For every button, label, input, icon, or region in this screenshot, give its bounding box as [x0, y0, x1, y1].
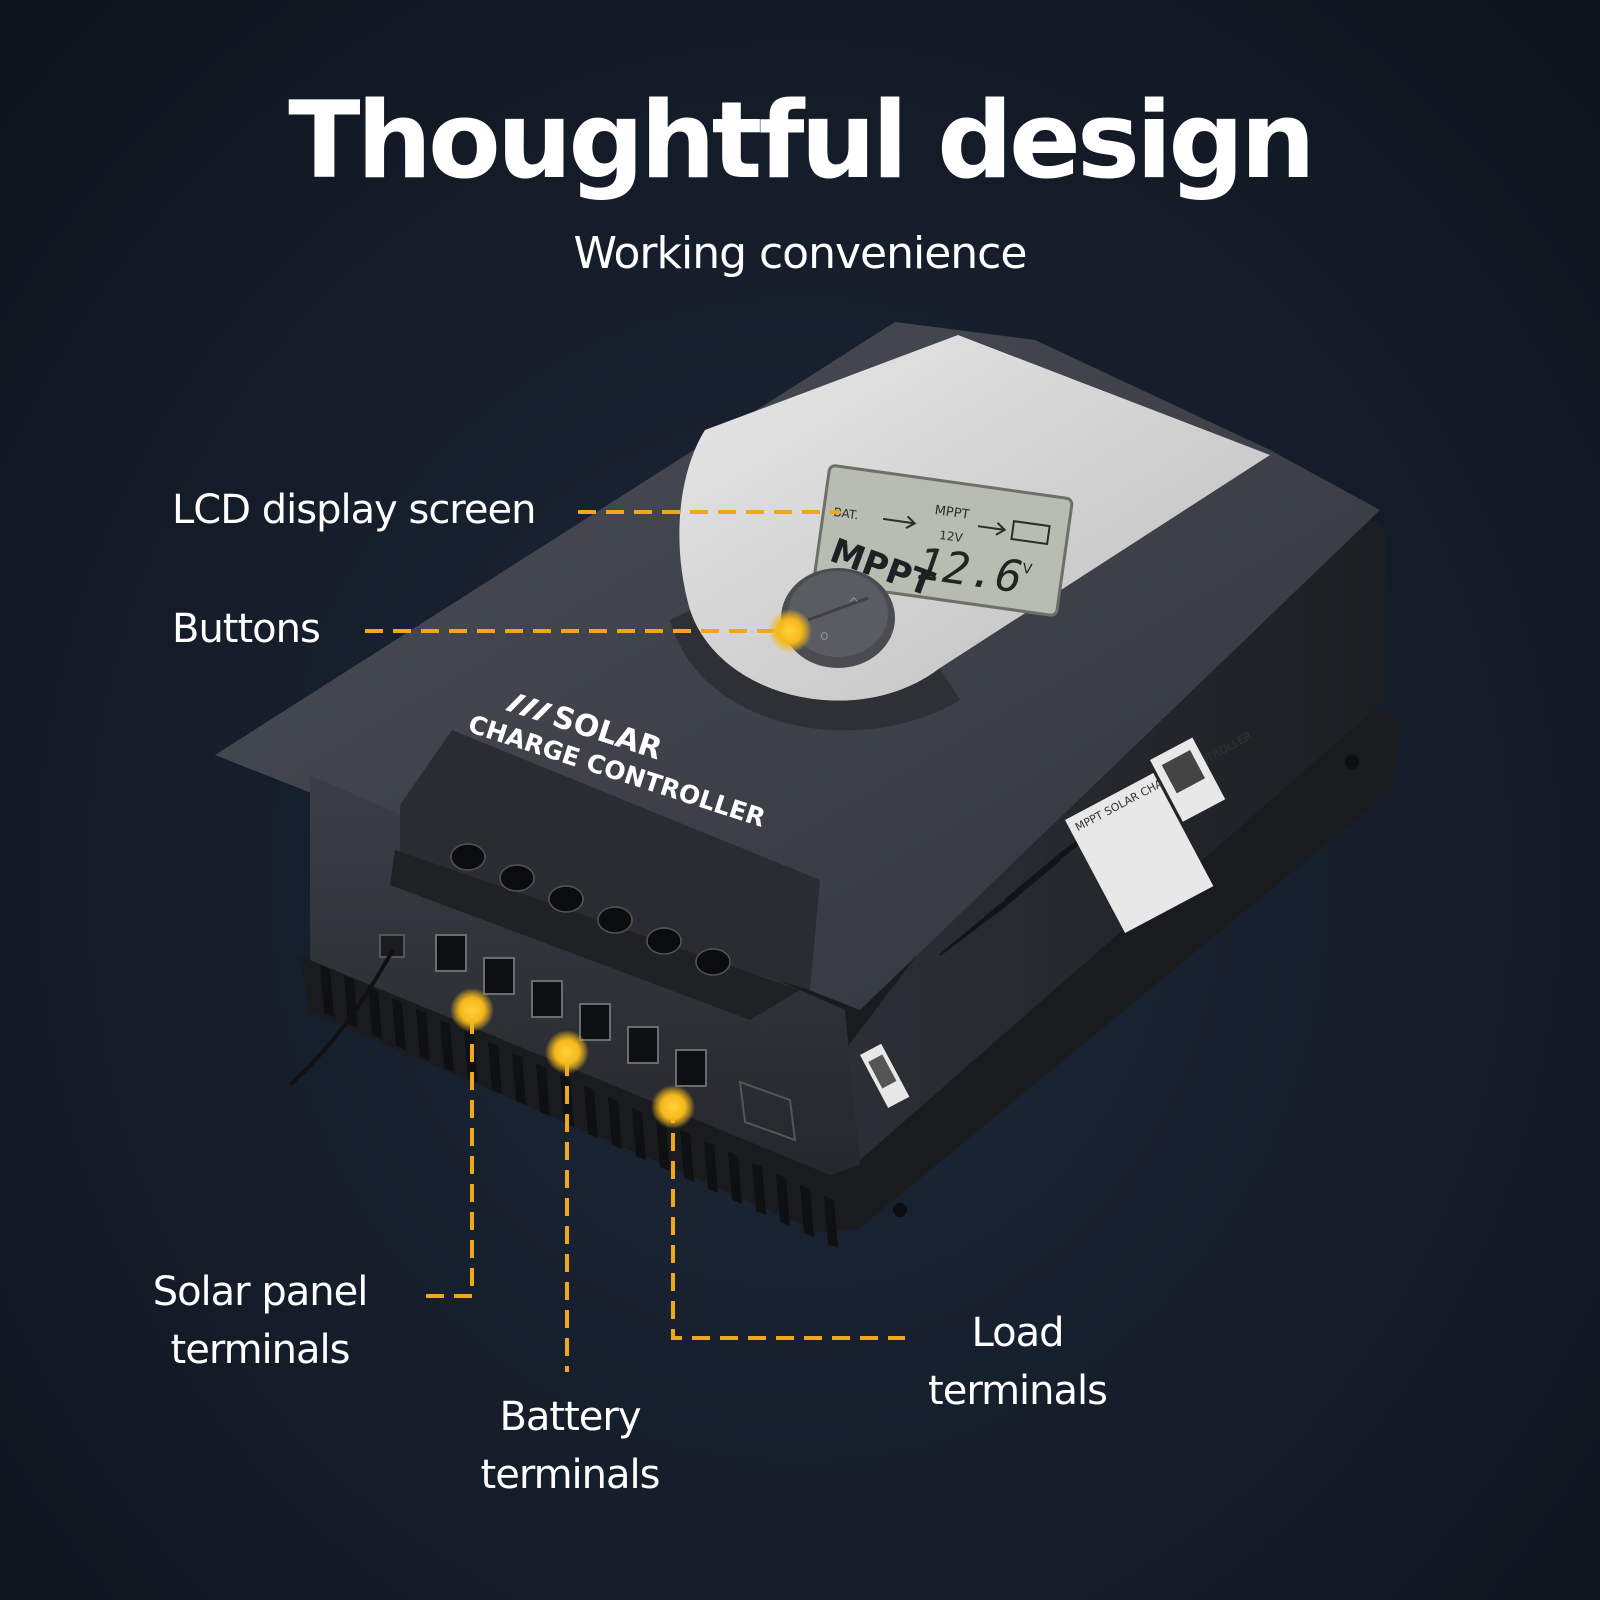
- terminal-port: [627, 1026, 659, 1064]
- screw-hole: [597, 906, 633, 934]
- lcd-screen: MPPT BAT. 12V 12.6 V: [812, 464, 1074, 617]
- ok-icon: o: [820, 628, 829, 644]
- buttons-callout-label: Buttons: [172, 606, 321, 652]
- mount-hole: [893, 1203, 907, 1217]
- solar-label-line1: Solar panel: [152, 1269, 369, 1315]
- heat-sink-fin: [608, 1097, 622, 1149]
- terminal-port: [531, 980, 563, 1018]
- screw-hole: [695, 948, 731, 976]
- heat-sink-fin: [536, 1064, 550, 1116]
- terminal-recess: [400, 730, 820, 990]
- page-title: Thoughtful design: [288, 79, 1315, 202]
- up-icon: ^: [848, 596, 860, 612]
- screw-holes: [450, 843, 731, 976]
- terminal-port: [675, 1049, 707, 1087]
- heat-sink-fin: [320, 965, 334, 1017]
- heat-sink-fin: [392, 998, 406, 1050]
- sensor-port: [379, 934, 405, 958]
- terminal-port: [579, 1003, 611, 1041]
- side-vents: [939, 804, 1126, 956]
- lcd-unit: V: [1021, 561, 1033, 578]
- lcd-battery-tag: BAT.: [833, 505, 860, 522]
- arrow-right-icon: [977, 522, 1007, 536]
- page-subtitle: Working convenience: [573, 228, 1028, 279]
- battery-label-line2: terminals: [480, 1452, 661, 1498]
- sensor-cable: [288, 949, 395, 1087]
- screw-hole: [548, 885, 584, 913]
- solar-label-line2: terminals: [170, 1327, 351, 1373]
- terminal-block: [390, 850, 800, 1020]
- terminal-port: [483, 957, 515, 995]
- screw-hole: [499, 864, 535, 892]
- battery-label-line1: Battery: [499, 1394, 641, 1440]
- faceplate-rim: [670, 610, 960, 731]
- heat-sink-fin: [368, 987, 382, 1039]
- arrow-right-icon: [882, 515, 917, 530]
- heat-sink-fin: [488, 1042, 502, 1094]
- solar-callout-label: Solar panel terminals: [140, 1263, 380, 1379]
- heat-sink-fin: [632, 1108, 646, 1160]
- qr-code: [860, 1043, 910, 1108]
- screw-hole: [646, 927, 682, 955]
- heat-sink-fin: [656, 1119, 670, 1171]
- lcd-voltage-small: 12V: [938, 528, 964, 545]
- heat-sink-fin: [512, 1053, 526, 1105]
- load-label-line2: terminals: [928, 1368, 1108, 1414]
- button-pad[interactable]: ^ o: [781, 568, 895, 668]
- battery-icon: [1010, 520, 1051, 546]
- vent-slot: [999, 859, 1061, 911]
- lcd-callout-label: LCD display screen: [172, 487, 536, 533]
- lcd-mode-text: MPPT: [934, 503, 971, 523]
- qr-code: [1150, 737, 1226, 822]
- heat-sink-fin: [584, 1086, 598, 1138]
- terminal-port: [435, 934, 467, 972]
- battery-callout-label: Battery terminals: [465, 1388, 675, 1504]
- load-label-line1: Load: [971, 1310, 1065, 1356]
- brand-stripes-icon: [505, 694, 554, 721]
- screw-hole: [450, 843, 486, 871]
- load-callout-label: Load terminals: [910, 1304, 1125, 1420]
- mount-hole: [1345, 755, 1359, 769]
